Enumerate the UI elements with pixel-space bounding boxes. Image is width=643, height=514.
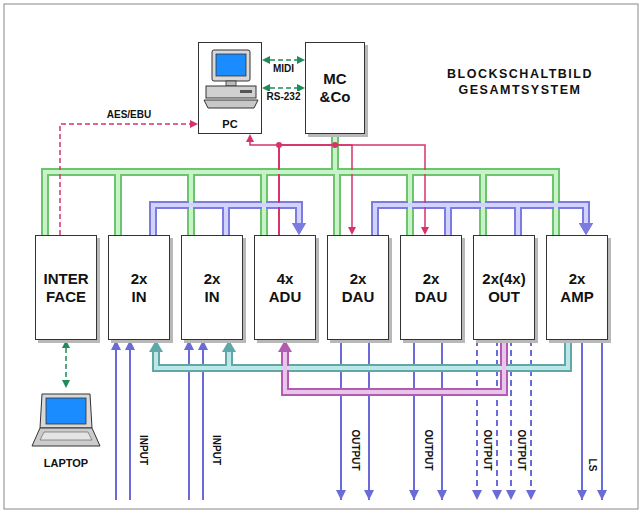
signal-connector bbox=[270, 87, 297, 89]
input-arrow bbox=[115, 340, 117, 500]
edge-label: AES/EBU bbox=[106, 109, 152, 120]
node-label: 2x DAU bbox=[342, 270, 375, 306]
node-label: 2x IN bbox=[204, 270, 221, 306]
module-box: 2x IN bbox=[181, 235, 243, 340]
node-label: 2x AMP bbox=[560, 270, 593, 306]
junction-dots bbox=[276, 142, 338, 148]
bus-pipe-outline bbox=[448, 205, 586, 235]
edge-label: RS-232 bbox=[266, 91, 302, 102]
bus-connector bbox=[335, 134, 483, 235]
node-label: 2x IN bbox=[131, 270, 148, 306]
bus-pipe-outline bbox=[45, 134, 335, 235]
signal-connector bbox=[279, 134, 335, 235]
signal-connector bbox=[279, 145, 352, 235]
signal-label: OUTPUT bbox=[516, 428, 527, 471]
bus-pipe-outline bbox=[229, 340, 568, 368]
module-box: 2x DAU bbox=[400, 235, 462, 340]
bus-connector bbox=[518, 205, 586, 235]
module-box: 4x ADU bbox=[254, 235, 316, 340]
signal-connector bbox=[270, 59, 297, 61]
bus-connector bbox=[229, 340, 568, 368]
io-arrows bbox=[116, 340, 602, 500]
node-label: 2x DAU bbox=[415, 270, 448, 306]
title-text: BLOCKSCHALTBILD GESAMTSYSTEM bbox=[447, 66, 593, 99]
node-label: MC &Co bbox=[320, 70, 351, 106]
signal-label: INPUT bbox=[138, 434, 149, 466]
node-label: PC bbox=[222, 118, 237, 130]
signal-label: OUTPUT bbox=[350, 428, 361, 471]
node-label: LAPTOP bbox=[44, 457, 88, 469]
bus-pipe-outline bbox=[118, 134, 335, 235]
pipe-outlines bbox=[45, 134, 586, 392]
bus-pipe-outline bbox=[191, 134, 335, 235]
edge-label: MIDI bbox=[272, 63, 295, 74]
speaker-arrow bbox=[601, 340, 603, 500]
laptop-icon bbox=[32, 394, 100, 446]
node-label: INTER FACE bbox=[44, 270, 89, 306]
bus-connector bbox=[448, 205, 586, 235]
bus-connector bbox=[45, 134, 335, 235]
bus-connector bbox=[375, 205, 586, 235]
bus-connector bbox=[118, 134, 335, 235]
bus-connector bbox=[335, 134, 556, 235]
node-label: 2x(4x) OUT bbox=[482, 270, 525, 306]
bus-connector bbox=[156, 340, 568, 368]
bus-connector bbox=[285, 340, 504, 392]
laptop-node: LAPTOP bbox=[28, 388, 104, 472]
module-box: 2x IN bbox=[108, 235, 170, 340]
pc-icon bbox=[198, 42, 262, 134]
bus-pipe-outline bbox=[153, 205, 299, 235]
bus-connector bbox=[191, 134, 335, 235]
bus-connector bbox=[153, 205, 299, 235]
signal-label: OUTPUT bbox=[482, 428, 493, 471]
signal-label: INPUT bbox=[211, 434, 222, 466]
junction-dot bbox=[276, 142, 282, 148]
input-arrow bbox=[129, 340, 131, 500]
junction-dot bbox=[332, 142, 338, 148]
signal-label: OUTPUT bbox=[423, 428, 434, 471]
diagram-title: BLOCKSCHALTBILD GESAMTSYSTEM bbox=[420, 66, 620, 99]
module-box: INTER FACE bbox=[35, 235, 97, 340]
outer-frame bbox=[4, 4, 638, 509]
module-box: 2x AMP bbox=[546, 235, 608, 340]
module-box: 2x DAU bbox=[327, 235, 389, 340]
bus-pipe-outline bbox=[335, 134, 483, 235]
speaker-label: LS bbox=[587, 458, 598, 473]
bus-connector bbox=[226, 205, 299, 235]
controller-box: MC &Co bbox=[305, 42, 365, 134]
signal-connector bbox=[65, 348, 67, 380]
node-label: 4x ADU bbox=[269, 270, 302, 306]
signal-connector bbox=[60, 124, 190, 235]
computer-node: PC bbox=[198, 42, 262, 134]
bus-connector bbox=[335, 134, 410, 235]
speaker-arrow bbox=[581, 340, 583, 500]
module-box: 2x(4x) OUT bbox=[473, 235, 535, 340]
bus-pipe-outline bbox=[518, 205, 586, 235]
